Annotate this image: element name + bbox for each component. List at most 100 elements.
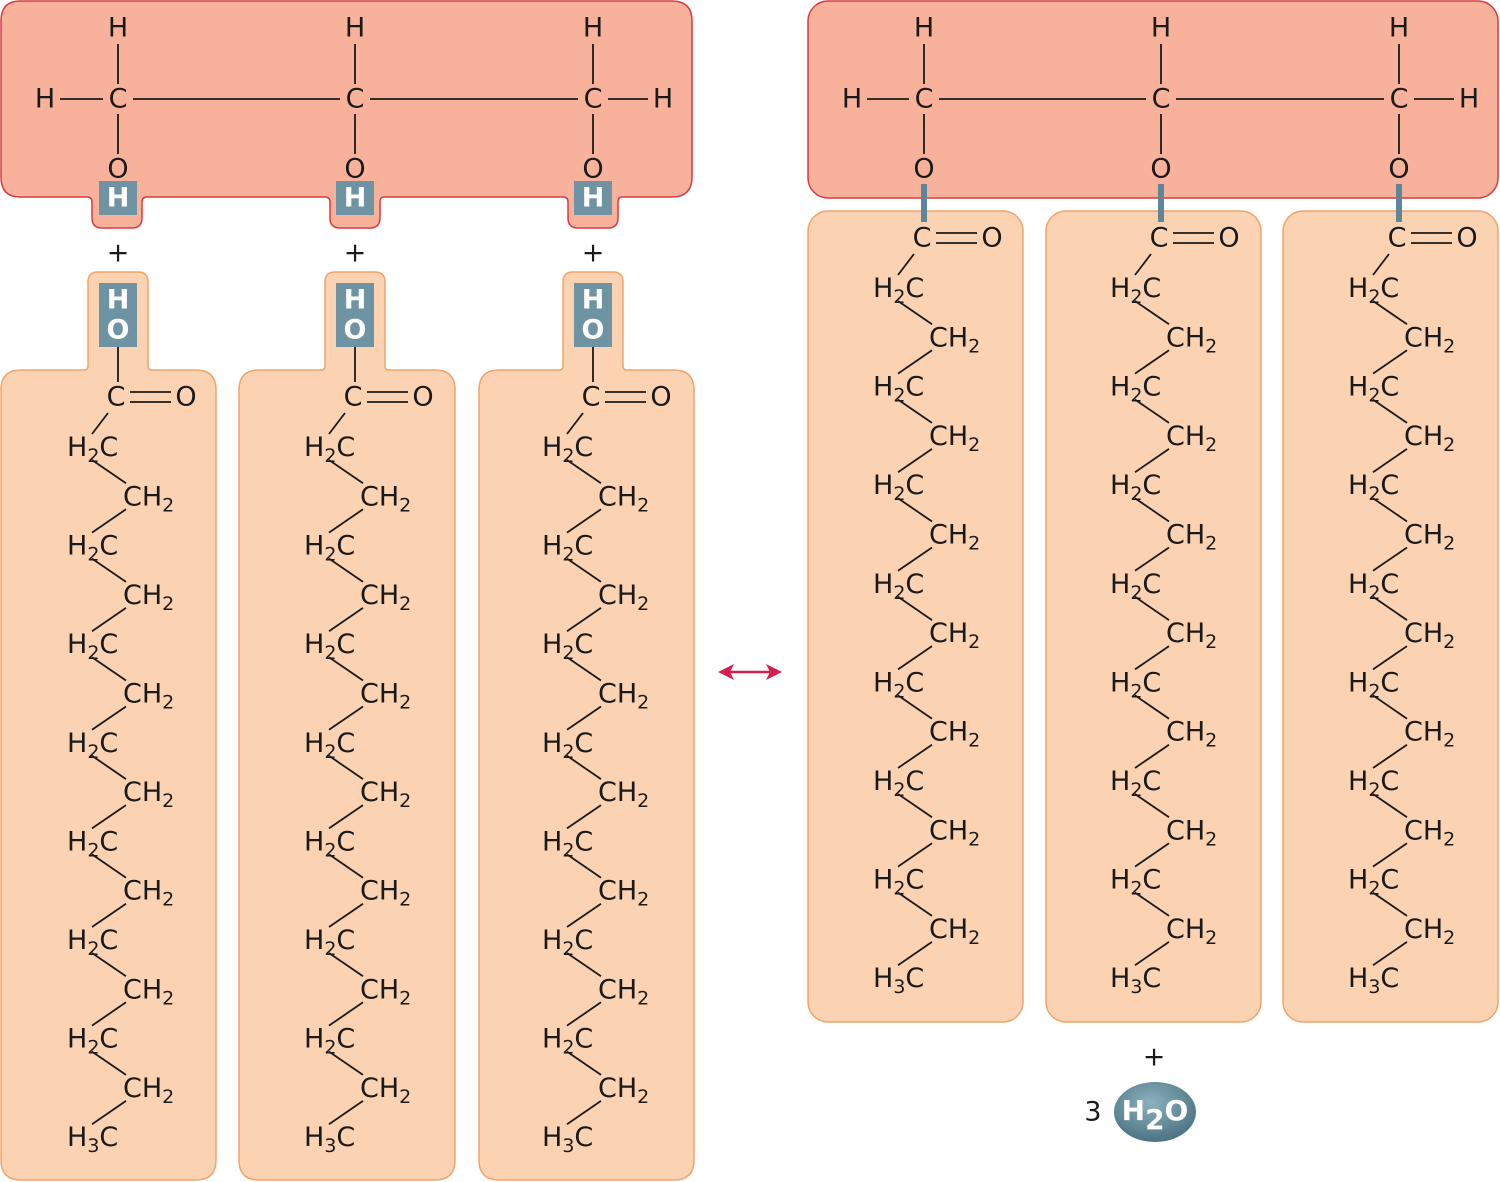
chain-group-left: H2C (873, 568, 924, 604)
chain-bond (91, 1001, 127, 1027)
chain-bond (566, 755, 602, 780)
chain-bond (1134, 253, 1152, 276)
fatty-acid-hydroxyl-hydrogen: H (107, 285, 130, 316)
chain-group-left: H2C (542, 432, 593, 468)
chain-bond (566, 508, 602, 534)
chain-bond (1372, 448, 1408, 473)
glycerol-oxygen: O (107, 154, 128, 185)
chain-group-left: H2C (873, 864, 924, 900)
chain-bond (566, 902, 602, 928)
carbonyl-carbon: C (344, 382, 363, 413)
chain-bond (1134, 842, 1170, 868)
chain-bond (1372, 941, 1408, 966)
chain-bond (1372, 349, 1408, 375)
chain-group-right: CH2 (1404, 716, 1455, 752)
fatty-acid-hydroxyl-oxygen: O (344, 315, 367, 346)
chain-bond (91, 1100, 127, 1125)
chain-group-right: CH2 (123, 481, 174, 517)
chain-group-left: H2C (1348, 766, 1399, 802)
carbonyl-carbon: C (913, 223, 932, 254)
chain-bond (1372, 694, 1408, 720)
glycerol-hydroxyl-hydrogen: H (582, 183, 605, 214)
chain-group-left: H2C (67, 727, 118, 763)
fatty-acid-box (0, 271, 217, 1181)
glycerol-end-hydrogen: H (35, 84, 55, 115)
carbonyl-oxygen: O (981, 223, 1002, 254)
chain-bond (897, 743, 933, 769)
chain-group-left: H3C (542, 1122, 593, 1158)
glycerol-oxygen: O (1388, 154, 1409, 185)
chain-bond (1134, 497, 1170, 523)
chain-bond (897, 253, 915, 276)
carbonyl-carbon: C (1150, 223, 1169, 254)
chain-bond (328, 755, 364, 780)
chain-group-left: H2C (304, 530, 355, 566)
chain-group-right: CH2 (598, 1072, 649, 1108)
chain-group-left: H2C (304, 1023, 355, 1059)
chain-group-right: CH2 (929, 420, 980, 456)
chain-group-left: H2C (542, 826, 593, 862)
chain-group-left: H2C (1110, 766, 1161, 802)
glycerol-end-hydrogen: H (842, 84, 862, 115)
chain-bond (1134, 546, 1170, 572)
chain-group-left: H2C (1348, 371, 1399, 407)
chain-group-left: H2C (67, 432, 118, 468)
chain-bond (1134, 941, 1170, 966)
chain-group-right: CH2 (1404, 618, 1455, 654)
glycerol-carbon: C (1390, 84, 1409, 115)
chain-bond (1372, 398, 1408, 424)
chain-bond (1134, 645, 1170, 671)
chain-bond (1372, 497, 1408, 523)
chain-bond (566, 1050, 602, 1076)
chain-group-right: CH2 (929, 815, 980, 851)
chain-group-left: H2C (1348, 273, 1399, 309)
water-molecule (1114, 1082, 1196, 1142)
chain-bond (566, 1100, 602, 1125)
carbonyl-carbon: C (1388, 223, 1407, 254)
chain-bond (328, 1050, 364, 1076)
glycerol-box (0, 0, 693, 229)
chain-bond (897, 694, 933, 720)
chain-bond (91, 705, 127, 731)
glycerol-carbon: C (1152, 84, 1171, 115)
glycerol-carbon: C (109, 84, 128, 115)
chain-group-right: CH2 (929, 519, 980, 555)
chain-group-left: H2C (67, 530, 118, 566)
chain-bond (91, 412, 109, 435)
chain-bond (328, 607, 364, 632)
chain-group-right: CH2 (360, 678, 411, 714)
plus-sign: + (344, 238, 367, 269)
chain-bond (91, 853, 127, 879)
chain-bond (91, 459, 127, 485)
carbonyl-oxygen: O (650, 382, 671, 413)
chain-bond (897, 349, 933, 375)
glycerol-top-hydrogen: H (108, 13, 128, 44)
carbonyl-oxygen: O (412, 382, 433, 413)
chain-bond (897, 497, 933, 523)
plus-sign: + (582, 238, 605, 269)
glycerol-top-hydrogen: H (583, 13, 603, 44)
chain-bond (1372, 891, 1408, 917)
hydroxyl-hydrogen-box (99, 181, 137, 215)
chain-bond (897, 645, 933, 671)
byproduct-plus-sign: + (1143, 1042, 1166, 1073)
chain-bond (897, 941, 933, 966)
chain-bond (566, 1001, 602, 1027)
chain-bond (897, 448, 933, 473)
chain-bond (566, 853, 602, 879)
chain-group-right: CH2 (123, 678, 174, 714)
chain-group-right: CH2 (123, 974, 174, 1010)
chain-bond (328, 459, 364, 485)
chain-bond (1372, 743, 1408, 769)
chain-group-left: H2C (1110, 667, 1161, 703)
chain-group-right: CH2 (360, 481, 411, 517)
chain-group-left: H2C (1348, 667, 1399, 703)
chain-bond (566, 557, 602, 583)
chain-group-right: CH2 (929, 618, 980, 654)
chain-group-right: CH2 (123, 579, 174, 615)
glycerol-top-hydrogen: H (345, 13, 365, 44)
chain-group-left: H2C (304, 925, 355, 961)
glycerol-top-hydrogen: H (1151, 13, 1171, 44)
chain-group-left: H3C (67, 1122, 118, 1158)
chain-group-right: CH2 (598, 777, 649, 813)
